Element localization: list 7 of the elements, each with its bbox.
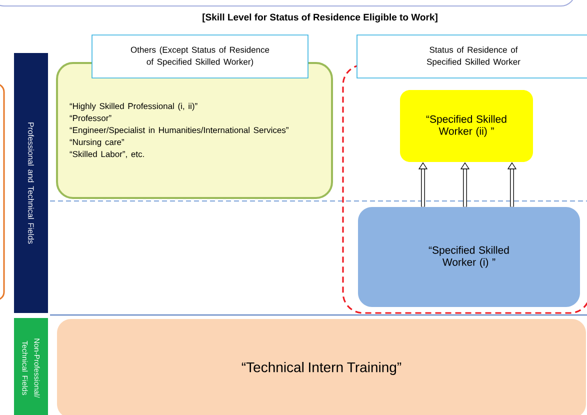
header-box: Status of Residence of Specified Skilled Worker <box>356 34 587 78</box>
title: [Skill Level for Status of Residence Eligible to Work] <box>202 14 438 22</box>
header-box: Others (Except Status of Residence of Specified Skilled Worker) <box>92 34 308 78</box>
process-box: “Specified Skilled Worker (ii) ” <box>400 90 533 162</box>
process-box: “Technical Intern Training” <box>57 319 586 415</box>
process-box: “Specified Skilled Worker (i) ” <box>358 207 580 307</box>
side-band: Professional and Technical Fields <box>14 53 48 313</box>
